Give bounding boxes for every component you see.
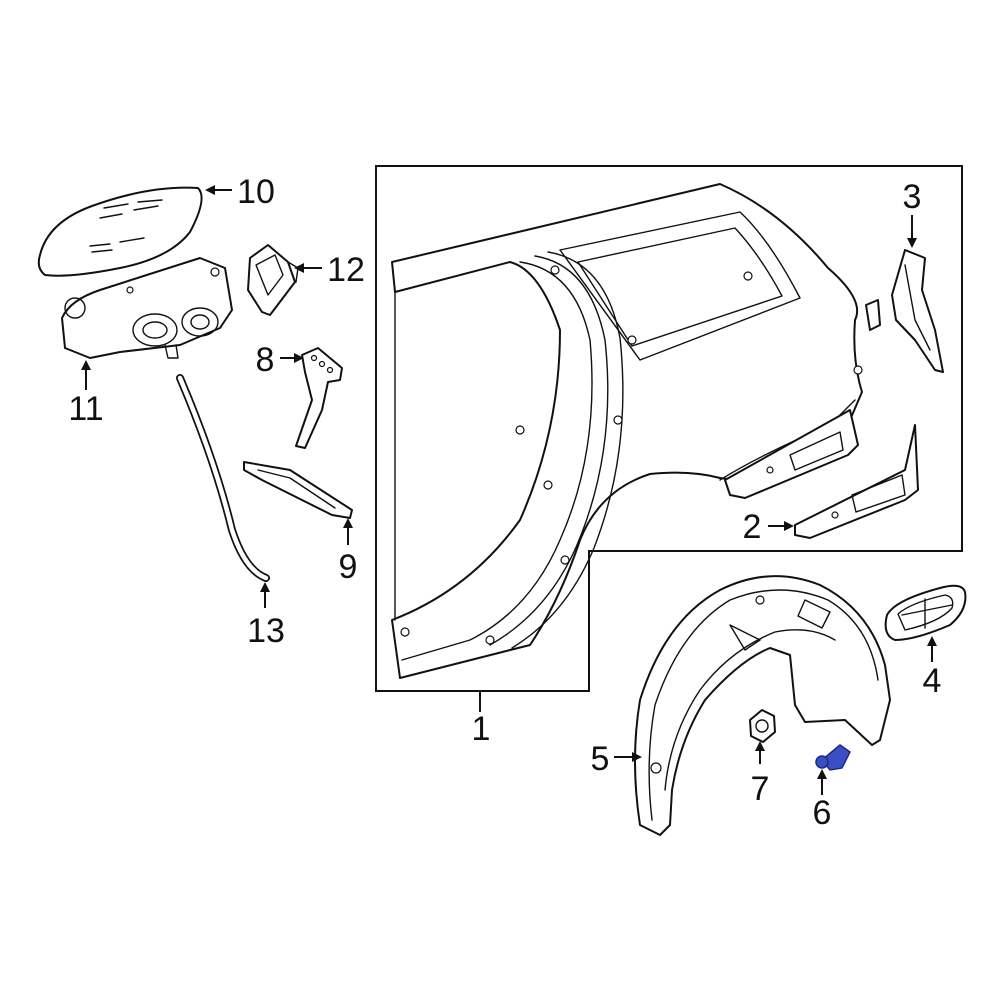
callout-8: 8: [256, 341, 275, 379]
fuel-door-actuator[interactable]: [247, 244, 299, 316]
rear-body-bracket[interactable]: [724, 409, 919, 539]
callout-11: 11: [68, 390, 103, 428]
fuel-door[interactable]: [37, 186, 203, 277]
callout-10: 10: [237, 173, 275, 211]
fuel-filler-housing[interactable]: [61, 257, 233, 359]
callout-13: 13: [247, 612, 285, 650]
quarter-panel-assembly-box: [375, 165, 963, 692]
callout-7: 7: [751, 770, 770, 808]
callout-1: 1: [472, 710, 491, 748]
callout-4: 4: [923, 662, 942, 700]
callout-5: 5: [591, 740, 610, 778]
fuel-door-hinge[interactable]: [295, 347, 343, 449]
callout-12: 12: [327, 251, 365, 289]
hex-nut[interactable]: [749, 709, 776, 743]
wheelhouse-liner[interactable]: [634, 575, 891, 836]
quarter-panel[interactable]: [391, 183, 881, 679]
fuel-door-seal[interactable]: [243, 461, 353, 519]
drain-hose[interactable]: [176, 374, 270, 582]
callout-2: 2: [743, 508, 762, 546]
callout-3: 3: [903, 178, 922, 216]
upper-rear-bracket[interactable]: [891, 249, 944, 373]
callout-6: 6: [813, 794, 832, 832]
push-clip[interactable]: [815, 744, 851, 771]
callout-9: 9: [339, 548, 358, 586]
side-cover-plate[interactable]: [884, 584, 967, 641]
